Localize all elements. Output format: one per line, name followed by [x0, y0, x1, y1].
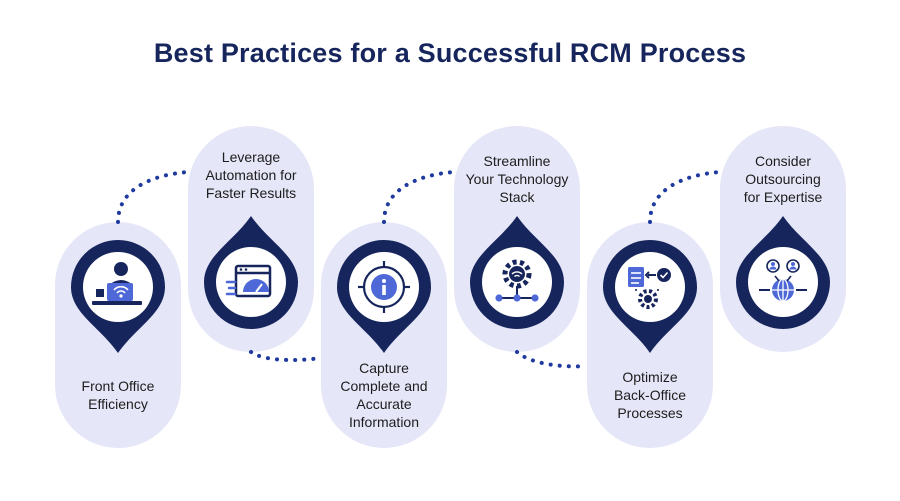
- step-4-caption: Streamline Your Technology Stack: [452, 152, 582, 206]
- step-3-line-1: Capture: [359, 360, 409, 376]
- step-4-line-1: Streamline: [483, 153, 551, 169]
- step-5-line-2: Back-Office: [613, 387, 687, 403]
- dotted-connectors: [116, 170, 722, 369]
- automation-speedometer-icon: [225, 264, 272, 298]
- connector-4-5: [515, 350, 589, 369]
- step-6-line-3: for Expertise: [743, 189, 823, 205]
- front-office-worker-icon: [92, 262, 142, 305]
- info-target-icon: [358, 261, 410, 313]
- connector-1-2: [116, 170, 190, 224]
- connector-5-6: [648, 170, 722, 224]
- diagram-title: Best Practices for a Successful RCM Proc…: [153, 38, 747, 68]
- network-gear-icon: [495, 259, 539, 302]
- step-2-line-1: Leverage: [221, 149, 281, 165]
- document-gear-icon: [628, 267, 671, 309]
- step-4-line-2: Your Technology: [465, 171, 569, 187]
- badge-step-1: [71, 240, 165, 353]
- step-3-caption: Capture Complete and Accurate Informatio…: [319, 359, 449, 431]
- step-1-line-2: Efficiency: [88, 396, 148, 412]
- step-2-caption: Leverage Automation for Faster Results: [186, 148, 316, 202]
- outsourcing-globe-icon: [759, 259, 807, 302]
- step-3-line-4: Information: [348, 414, 420, 430]
- step-3-line-3: Accurate: [356, 396, 412, 412]
- step-2-line-3: Faster Results: [205, 185, 297, 201]
- badge-step-5: [603, 240, 697, 353]
- step-6-line-1: Consider: [754, 153, 812, 169]
- step-5-line-3: Processes: [617, 405, 683, 421]
- badge-step-3: [337, 240, 431, 353]
- step-5-caption: Optimize Back-Office Processes: [585, 368, 715, 422]
- step-6-caption: Consider Outsourcing for Expertise: [718, 152, 848, 206]
- badge-step-4: [470, 216, 564, 329]
- badge-step-2: [204, 216, 298, 329]
- step-1-caption: Front Office Efficiency: [53, 377, 183, 413]
- connector-3-4: [382, 170, 456, 224]
- step-6-line-2: Outsourcing: [745, 171, 821, 187]
- step-3-line-2: Complete and: [340, 378, 428, 394]
- connector-2-3: [249, 350, 323, 362]
- step-1-line-1: Front Office: [81, 378, 155, 394]
- badge-step-6: [736, 216, 830, 329]
- step-5-line-1: Optimize: [622, 369, 678, 385]
- step-2-line-2: Automation for: [205, 167, 297, 183]
- step-4-line-3: Stack: [499, 189, 535, 205]
